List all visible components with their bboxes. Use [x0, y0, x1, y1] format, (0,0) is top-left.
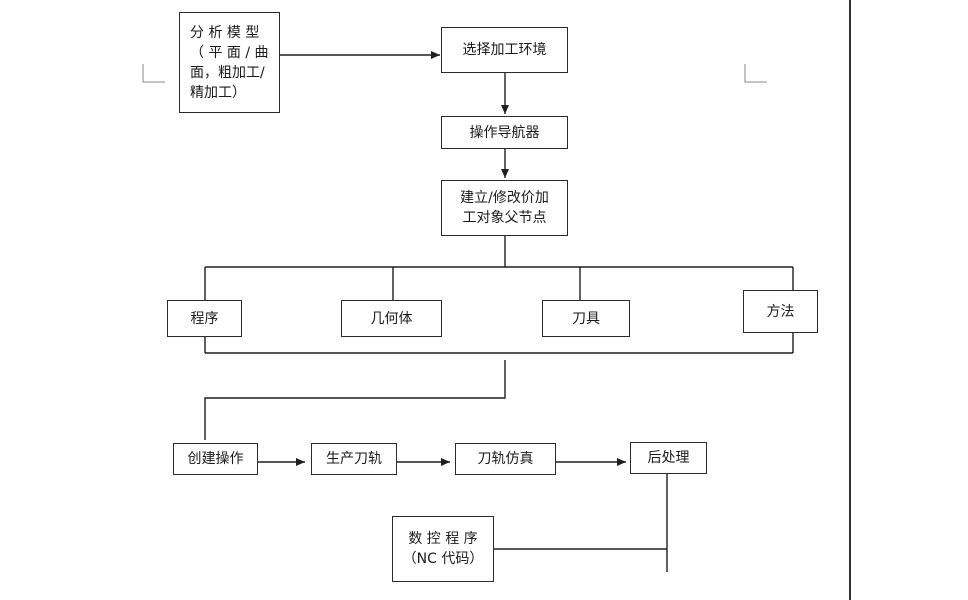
- margin-corner-left: [142, 64, 165, 83]
- node-text: 分 析 模 型: [190, 24, 260, 41]
- node-postprocess: 后处理: [630, 442, 707, 474]
- node-text: 刀具: [572, 310, 600, 327]
- node-sim-toolpath: 刀轨仿真: [455, 443, 556, 475]
- node-text: 建立/修改价加: [460, 190, 549, 206]
- node-program: 程序: [167, 300, 242, 337]
- node-text: 几何体: [370, 310, 413, 327]
- node-text: （NC 代码）: [402, 551, 484, 567]
- node-text: （ 平 面 / 曲: [190, 44, 269, 61]
- node-method: 方法: [743, 290, 818, 333]
- node-text: 方法: [766, 303, 795, 320]
- node-text: 生产刀轨: [326, 451, 382, 467]
- node-op-navigator: 操作导航器: [441, 116, 568, 149]
- margin-corner-right: [744, 64, 767, 83]
- node-tool: 刀具: [542, 300, 630, 337]
- node-nc-program: 数 控 程 序 （NC 代码）: [392, 516, 494, 582]
- node-text: 选择加工环境: [462, 42, 547, 58]
- node-analyze-model: 分 析 模 型 （ 平 面 / 曲 面，粗加工/ 精加工）: [179, 12, 280, 113]
- node-text: 操作导航器: [469, 124, 540, 141]
- node-text: 面，粗加工/: [190, 64, 265, 81]
- node-text: 工对象父节点: [462, 210, 547, 226]
- node-text: 程序: [190, 310, 219, 327]
- node-create-op: 创建操作: [173, 443, 258, 475]
- node-text: 精加工）: [190, 84, 246, 101]
- node-create-parent: 建立/修改价加 工对象父节点: [441, 180, 568, 236]
- node-select-env: 选择加工环境: [441, 27, 568, 73]
- node-text: 数 控 程 序: [408, 531, 478, 547]
- node-geometry: 几何体: [341, 300, 442, 337]
- node-text: 后处理: [647, 450, 690, 466]
- connector-to-create-op: [204, 360, 506, 440]
- node-text: 创建操作: [187, 451, 244, 467]
- node-gen-toolpath: 生产刀轨: [311, 443, 397, 475]
- node-text: 刀轨仿真: [477, 451, 534, 467]
